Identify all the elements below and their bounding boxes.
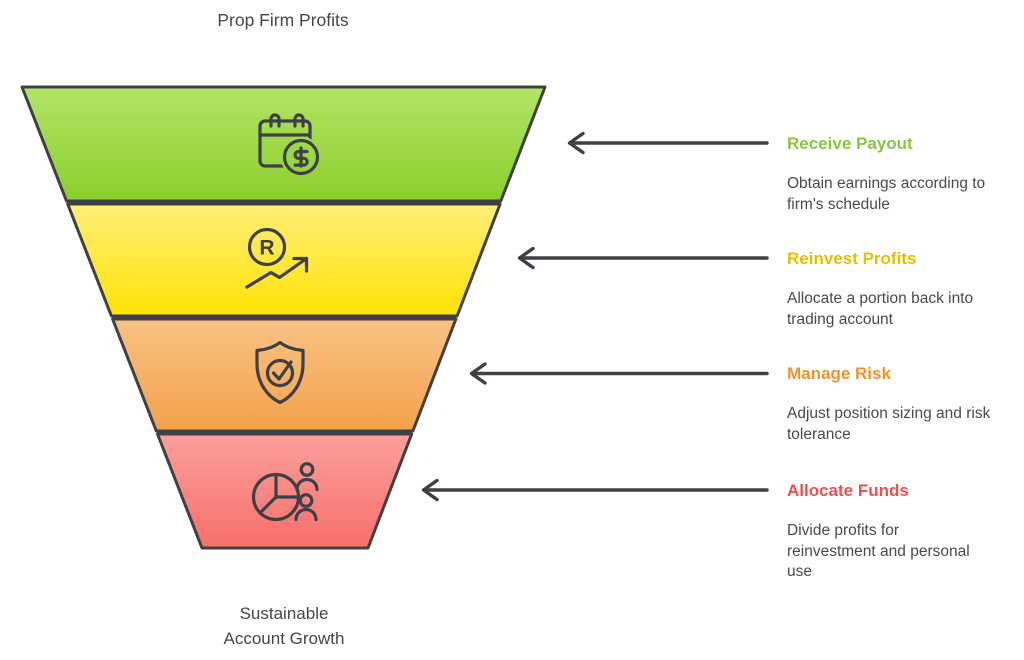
calendar-dollar-icon <box>258 113 322 178</box>
step-label: Reinvest Profits <box>787 249 917 268</box>
page-title: Prop Firm Profits <box>217 10 349 30</box>
pie-chart-users-icon <box>251 462 319 522</box>
step-description: Adjust position sizing and risk toleranc… <box>787 405 991 443</box>
arrow-reinvest-profits <box>517 246 769 270</box>
funnel-bottom-label: Sustainable Account Growth <box>223 604 345 648</box>
funnel-stage-reinvest-profits <box>66 202 502 318</box>
step-allocate-funds: Allocate Funds Divide profits for reinve… <box>787 481 1024 583</box>
step-label: Receive Payout <box>787 134 913 153</box>
step-manage-risk: Manage Risk Adjust position sizing and r… <box>787 364 1024 445</box>
step-label: Manage Risk <box>787 364 891 383</box>
step-label: Allocate Funds <box>787 481 909 500</box>
step-description: Obtain earnings according to firm's sche… <box>787 175 986 213</box>
registered-trending-up-icon: R <box>245 227 309 289</box>
step-reinvest-profits: Reinvest Profits Allocate a portion back… <box>787 249 1024 330</box>
funnel-stage-receive-payout <box>20 85 547 203</box>
funnel-stage-allocate-funds <box>156 432 414 550</box>
arrow-receive-payout <box>567 131 769 155</box>
step-description: Allocate a portion back into trading acc… <box>787 290 974 328</box>
step-receive-payout: Receive Payout Obtain earnings according… <box>787 134 1024 215</box>
shield-check-icon <box>255 340 305 405</box>
funnel-stage-manage-risk <box>111 317 458 433</box>
step-description: Divide profits for reinvestment and pers… <box>787 522 970 580</box>
arrow-manage-risk <box>469 362 769 385</box>
registered-glyph: R <box>259 237 274 260</box>
arrow-allocate-funds <box>421 478 769 502</box>
